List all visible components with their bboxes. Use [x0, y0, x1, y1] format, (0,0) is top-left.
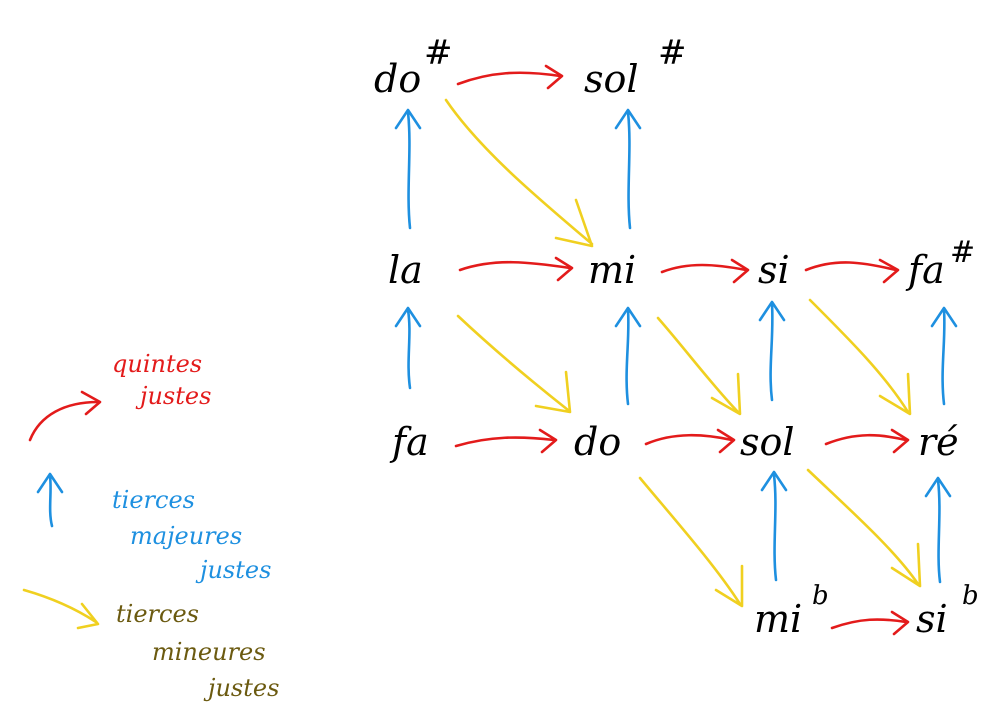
legend-fifth-arrow: [28, 390, 102, 442]
legend-minor-line-3: justes: [203, 674, 279, 702]
note-sol: sol: [740, 420, 795, 464]
arrow-sol-to-si-flat: [806, 468, 922, 588]
arrow-la-to-do: [456, 314, 572, 414]
legend-minor-line-2: mineures: [152, 638, 266, 666]
legend-fifths: quintes justes: [28, 350, 211, 442]
sharp-sign: #: [424, 33, 453, 73]
legend-major-thirds: tierces majeures justes: [36, 472, 271, 584]
arrow-do-to-sol: [644, 428, 736, 454]
legend: quintes justes tierces majeures justes t…: [22, 350, 279, 702]
note-label: si: [758, 248, 790, 292]
note-fa-sharp: fa #: [905, 235, 975, 292]
note-label: sol: [584, 57, 639, 101]
arrow-mi-to-sol-sharp: [614, 108, 642, 230]
arrow-do-sharp-to-mi: [444, 98, 594, 248]
note-mi: mi: [588, 248, 636, 292]
arrow-sol-to-si: [758, 300, 786, 402]
arrow-fa-to-la: [394, 306, 422, 390]
arrow-do-to-mi-flat: [638, 476, 744, 608]
note-fa: fa: [389, 420, 429, 464]
note-label: la: [388, 248, 423, 292]
arrow-re-to-fa-sharp: [930, 306, 958, 406]
arrow-la-to-mi: [458, 256, 574, 282]
arrow-si-flat-to-re: [924, 476, 952, 584]
note-re: ré: [918, 420, 959, 464]
legend-minor-thirds: tierces mineures justes: [22, 588, 279, 702]
flat-sign: b: [812, 581, 829, 611]
arrow-mi-flat-to-sol: [760, 470, 788, 582]
note-label: fa: [389, 420, 429, 464]
legend-minor-third-arrow: [22, 588, 100, 630]
arrow-la-to-do-sharp: [394, 108, 422, 230]
legend-fifths-line-2: justes: [135, 382, 211, 410]
legend-major-line-3: justes: [195, 556, 271, 584]
note-si: si: [758, 248, 790, 292]
arrow-mi-flat-to-si-flat: [830, 610, 910, 636]
note-si-flat: si b: [916, 581, 979, 641]
note-label: mi: [588, 248, 636, 292]
arrow-mi-to-sol: [656, 316, 742, 416]
note-label: do: [374, 57, 421, 101]
legend-minor-line-1: tierces: [116, 600, 199, 628]
note-mi-flat: mi b: [754, 581, 829, 641]
major-third-arrows: [394, 108, 958, 584]
arrow-do-sharp-to-sol-sharp: [456, 64, 564, 90]
legend-major-third-arrow: [36, 472, 64, 528]
note-la: la: [388, 248, 423, 292]
legend-major-line-2: majeures: [130, 522, 242, 550]
sharp-sign: #: [658, 33, 687, 73]
note-label: fa: [905, 248, 945, 292]
flat-sign: b: [962, 581, 979, 611]
arrow-si-to-re: [808, 298, 912, 416]
note-label: do: [574, 420, 621, 464]
arrow-sol-to-re: [824, 428, 910, 454]
note-do: do: [574, 420, 621, 464]
arrow-do-to-mi: [614, 306, 642, 406]
legend-fifths-line-1: quintes: [112, 350, 202, 378]
arrow-si-to-fa-sharp: [804, 258, 900, 284]
legend-major-line-1: tierces: [112, 486, 195, 514]
note-label: si: [916, 597, 948, 641]
note-label: sol: [740, 420, 795, 464]
arrow-fa-to-do: [454, 428, 558, 454]
note-do-sharp: do #: [374, 33, 453, 101]
note-label: ré: [918, 420, 959, 464]
sharp-sign: #: [950, 235, 975, 270]
note-label: mi: [754, 597, 802, 641]
minor-third-arrows: [444, 98, 922, 608]
arrow-mi-to-si: [660, 258, 750, 284]
fifth-arrows: [454, 64, 910, 636]
note-sol-sharp: sol #: [584, 33, 687, 101]
